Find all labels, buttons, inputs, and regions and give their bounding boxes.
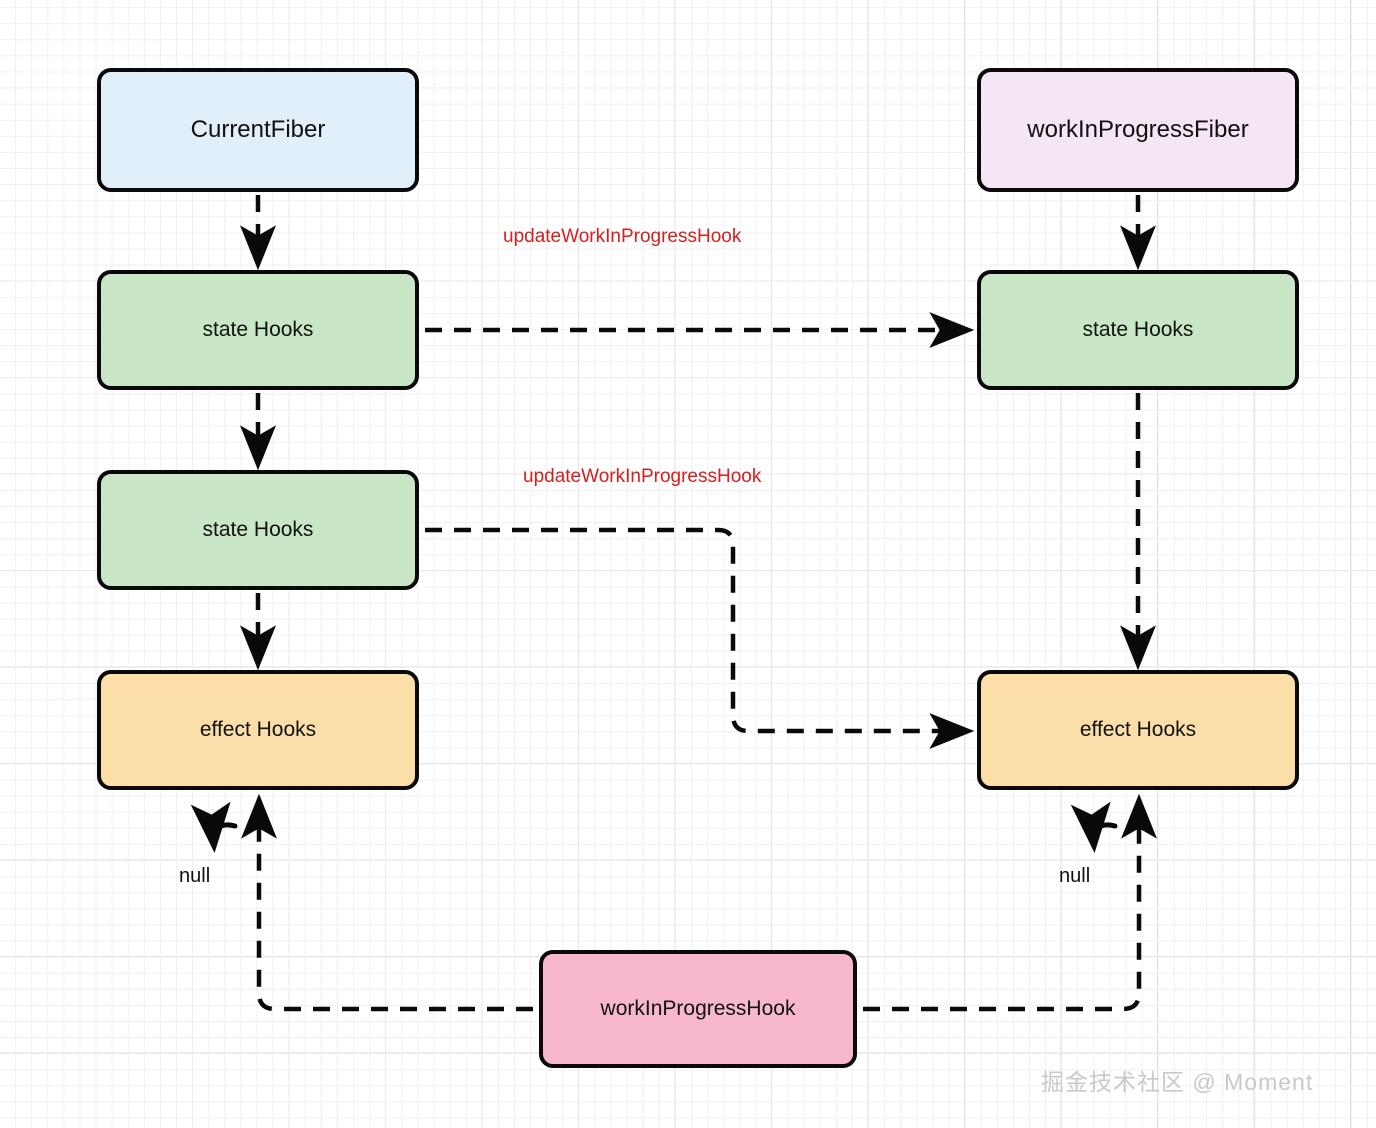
null-label-left: null <box>179 865 211 887</box>
watermark: 掘金技术社区 @ Moment <box>1041 1069 1314 1095</box>
node-right-effect-hooks[interactable]: effect Hooks <box>977 670 1299 790</box>
node-wip-fiber-label: workInProgressFiber <box>1027 115 1249 143</box>
edge-update-hook-effect <box>425 527 975 749</box>
node-left-effect-hooks-label: effect Hooks <box>199 718 317 742</box>
node-right-state-hooks[interactable]: state Hooks <box>977 270 1299 390</box>
node-wip-hook[interactable]: workInProgressHook <box>539 950 857 1068</box>
node-right-state-hooks-label: state Hooks <box>1082 318 1194 342</box>
node-right-effect-hooks-label: effect Hooks <box>1079 718 1197 742</box>
node-wip-hook-label: workInProgressHook <box>600 997 796 1021</box>
node-left-state-hooks-1[interactable]: state Hooks <box>97 270 419 390</box>
edge-wiphook-to-left-effect-hooks <box>241 793 533 1012</box>
node-wip-fiber[interactable]: workInProgressFiber <box>977 68 1299 192</box>
node-left-state-hooks-1-label: state Hooks <box>202 318 314 342</box>
node-current-fiber-label: CurrentFiber <box>190 115 326 143</box>
node-current-fiber[interactable]: CurrentFiber <box>97 68 419 192</box>
null-pointer-right-icon <box>1070 801 1118 853</box>
node-left-effect-hooks[interactable]: effect Hooks <box>97 670 419 790</box>
edge-label-update-hook-state: updateWorkInProgressHook <box>503 226 742 247</box>
null-pointer-left-icon <box>190 801 238 853</box>
null-label-right: null <box>1059 865 1091 887</box>
node-left-state-hooks-2-label: state Hooks <box>202 518 314 542</box>
node-left-state-hooks-2[interactable]: state Hooks <box>97 470 419 590</box>
edge-wiphook-to-right-effect-hooks <box>863 793 1157 1012</box>
edge-label-update-hook-effect: updateWorkInProgressHook <box>523 466 762 487</box>
